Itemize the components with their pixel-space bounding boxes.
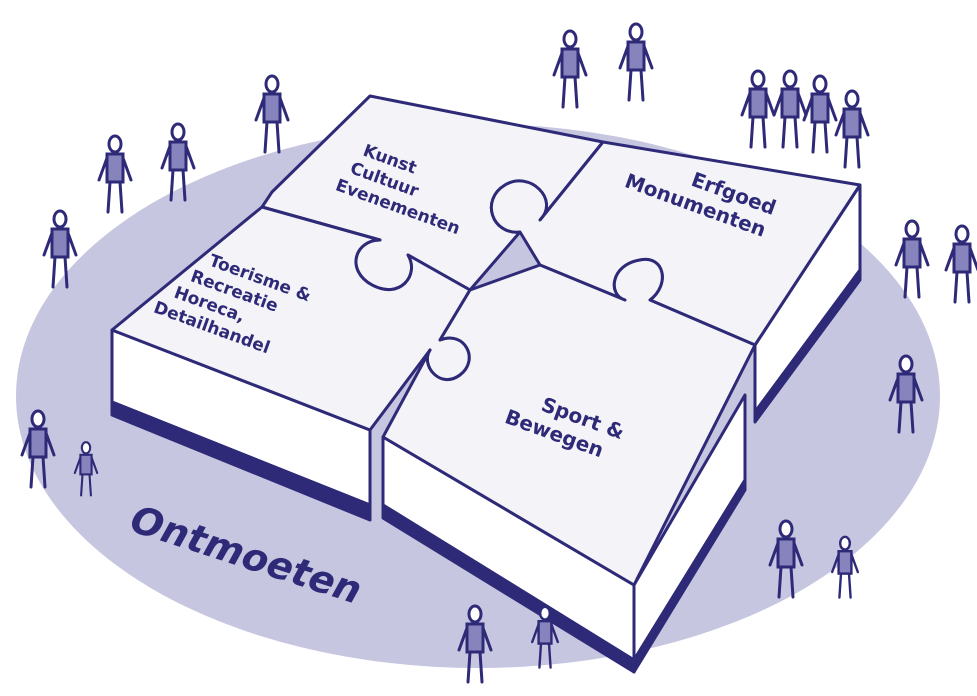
person-figure [618,22,654,102]
person-figure [944,224,977,304]
person-figure [834,89,870,169]
person-figure [740,69,776,149]
person-figure [772,69,808,149]
person-figure [802,74,838,154]
person-figure [254,74,290,154]
person-figure [552,29,588,109]
person-figure [894,219,930,299]
puzzle-tops [110,94,862,587]
puzzle-sides [110,183,862,674]
person-figure [97,134,133,214]
piece-bottom-right [381,258,757,587]
